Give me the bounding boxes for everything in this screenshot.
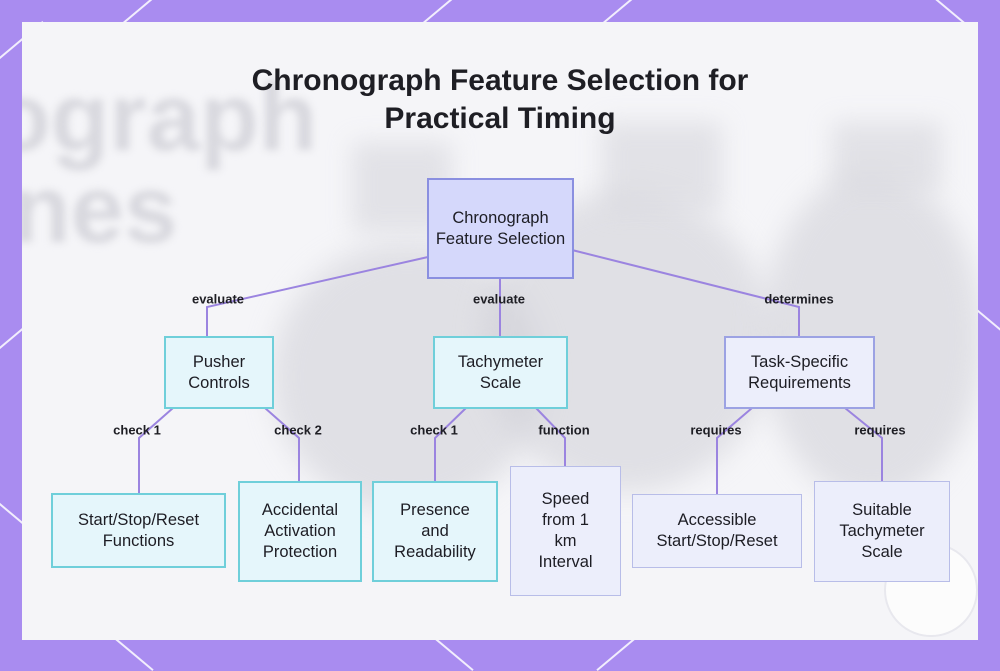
edge-label-determines: determines	[764, 291, 834, 307]
edge-label-check-1: check 1	[410, 422, 458, 438]
edge-label-evaluate: evaluate	[191, 291, 245, 307]
node-presence-and-readability: Presence and Readability	[372, 481, 498, 582]
node-accidental-activation-protection: Accidental Activation Protection	[238, 481, 362, 582]
edge-root-task	[571, 249, 800, 336]
edge-label-requires: requires	[690, 422, 742, 438]
node-start-stop-reset-functions: Start/Stop/Reset Functions	[51, 493, 226, 568]
page-title: Chronograph Feature Selection for Practi…	[0, 62, 1000, 138]
background-text: nes	[22, 156, 178, 263]
node-label: Speed from 1 km Interval	[538, 490, 593, 571]
node-label: Accessible Start/Stop/Reset	[656, 511, 778, 550]
node-suitable-tachymeter-scale: Suitable Tachymeter Scale	[814, 481, 950, 582]
edge-label-evaluate: evaluate	[472, 291, 526, 307]
node-label: Presence and Readability	[394, 501, 476, 561]
edge-label-function: function	[538, 422, 590, 438]
node-label: Task-Specific Requirements	[748, 352, 851, 392]
edge-label-check-2: check 2	[274, 422, 322, 438]
edge-tachy-speed	[535, 407, 566, 466]
edge-pusher-start	[138, 407, 174, 493]
node-label: Pusher Controls	[188, 352, 250, 392]
edge-label-requires: requires	[854, 422, 906, 438]
edge-pusher-accidental	[264, 407, 300, 481]
edge-task-accessible	[716, 407, 753, 494]
edge-task-suitable	[844, 407, 883, 481]
edge-label-check-1: check 1	[113, 422, 161, 438]
title-text: Chronograph Feature Selection for Practi…	[251, 64, 749, 135]
background-watch-band	[832, 122, 942, 192]
edge-root-pusher	[206, 256, 429, 336]
node-label: Start/Stop/Reset Functions	[77, 510, 200, 550]
node-chronograph-feature-selection: Chronograph Feature Selection	[427, 178, 574, 279]
node-label: Tachymeter Scale	[457, 352, 544, 392]
node-label: Accidental Activation Protection	[261, 501, 339, 561]
node-task-specific-requirements: Task-Specific Requirements	[724, 336, 875, 409]
node-speed-from-1km-interval: Speed from 1 km Interval	[510, 466, 621, 596]
node-label: Chronograph Feature Selection	[435, 208, 566, 248]
node-pusher-controls: Pusher Controls	[164, 336, 274, 409]
background-watch-band	[602, 122, 722, 212]
node-accessible-start-stop-reset: Accessible Start/Stop/Reset	[632, 494, 802, 568]
node-label: Suitable Tachymeter Scale	[839, 501, 925, 561]
edge-tachy-presence	[434, 407, 467, 481]
node-tachymeter-scale: Tachymeter Scale	[433, 336, 568, 409]
background-text: ograph	[22, 64, 318, 171]
